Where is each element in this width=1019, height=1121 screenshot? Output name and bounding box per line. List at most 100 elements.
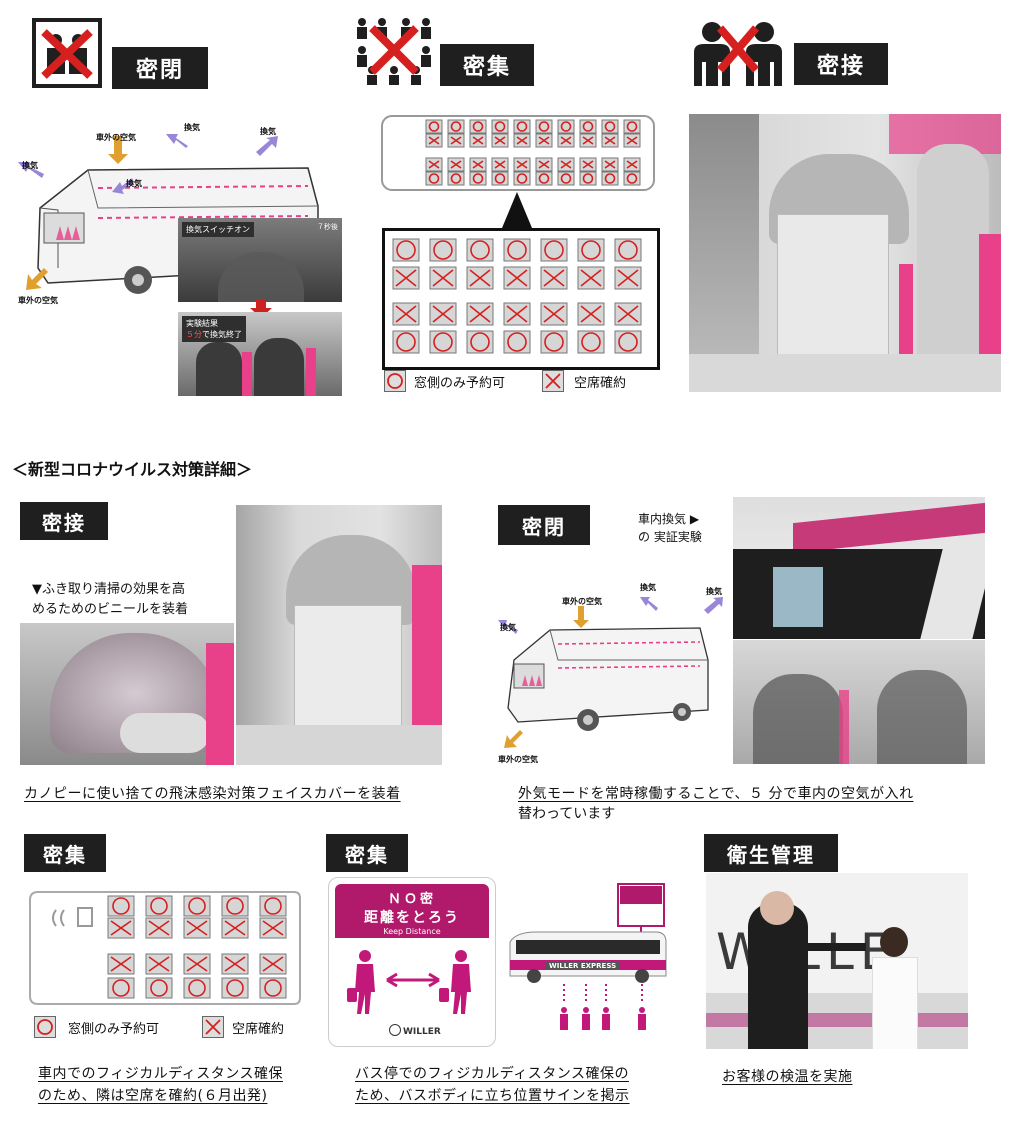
sign-no-mitsu: ＮＯ密 [387,892,436,907]
seat-small-top [469,119,487,134]
vinyl-note-line2: めるためのビニールを装着 [32,602,189,617]
sign-header: ＮＯ密 距離をとろう Keep Distance [335,884,489,938]
seat-small-top [513,119,531,134]
label-vent-3: 換気 [260,127,276,136]
switch-on-label: 換気スイッチオン [182,222,254,237]
caption-face-cover: カノピーに使い捨ての飛沫感染対策フェイスカバーを装着 [24,786,401,802]
bus-ventilation-diagram-mid [494,580,730,766]
caption-distance-1: 車内でのフィジカルディスタンス確保 [38,1066,283,1082]
seat-bottom [183,977,211,999]
temperature-check-photo: WILLE [706,873,968,1049]
sign-brand: WILLER [389,1024,441,1037]
close-contact-icon [690,20,786,88]
label-vent-7: 換気 [706,587,722,596]
seat-bottom [259,917,287,939]
vinyl-canopy-photo [20,623,234,765]
seat-large-top [614,238,642,262]
seat-small-top [513,157,531,172]
experiment-photo-before: 換気スイッチオン ７秒後 [178,218,342,302]
seat-large-top [503,302,531,326]
seat-large-top [392,266,420,290]
seat-small-top [601,171,619,186]
legend-circle-icon [384,370,406,392]
legend-cross-icon [542,370,564,392]
seat-large-top [540,238,568,262]
tag-mippei-top: 密閉 [112,47,208,89]
pointer-triangle [502,192,532,228]
section-title: ＜新型コロナウイルス対策詳細＞ [12,460,253,479]
seat-bottom [183,895,211,917]
seat-large-top [429,266,457,290]
seat-small-top [469,157,487,172]
seat-bottom [107,977,135,999]
result-tail-text: で換気終了 [202,330,242,339]
seat-bottom [221,953,249,975]
legend-circle-icon-bottom [34,1016,56,1038]
bus-standing-signs: WILLER EXPRESS [506,880,678,1040]
legend-empty-seat-text-bottom: 空席確約 [232,1022,285,1037]
seat-small-top [513,171,531,186]
caption-busstop-2: ため、バスボディに立ち位置サインを掲示 [355,1088,630,1104]
label-vent-4: 換気 [126,179,142,188]
seat-large-top [466,238,494,262]
label-outside-air-4: 車外の空気 [498,755,538,764]
label-vent-2: 換気 [184,123,200,132]
legend-window-only-text-bottom: 窓側のみ予約可 [68,1022,160,1037]
seat-large-top [540,302,568,326]
seat-large-top [540,266,568,290]
seat-small-top [491,157,509,172]
seat-small-top [491,171,509,186]
seat-large-top [540,330,568,354]
legend-bottom: 窓側のみ予約可 空席確約 [34,1016,314,1040]
seat-bottom [259,953,287,975]
sign-brand-text: WILLER [403,1027,441,1037]
label-outside-air-2: 車外の空気 [18,296,58,305]
seat-large-top [503,266,531,290]
seat-small-top [623,171,641,186]
seat-small-top [535,133,553,148]
tag-missetsu-mid: 密接 [20,502,108,540]
seat-small-top [623,119,641,134]
seat-large-top [466,266,494,290]
tag-misshu-top: 密集 [440,44,534,86]
caption-outside-mode-2: 替わっています [518,806,616,822]
in-car-vent-line1: 車内換気 ▶ [638,512,700,526]
seat-small-top [447,119,465,134]
seat-small-top [469,171,487,186]
seat-small-top [623,157,641,172]
tag-misshu-bottom-mid: 密集 [326,834,408,872]
seat-bottom [107,917,135,939]
sign-keep: Keep Distance [383,927,441,936]
seat-large-top [392,302,420,326]
seat-bottom [221,977,249,999]
legend-top: 窓側のみ予約可 空席確約 [384,370,656,394]
sign-people-icon [343,948,483,1018]
experiment-photo-after: 実験結果 ５分で換気終了 [178,312,342,396]
label-vent-5: 換気 [500,623,516,632]
seat-bottom [221,917,249,939]
seat-small-top [513,133,531,148]
seat-small-top [579,119,597,134]
seat-map-large-top [382,228,660,370]
seat-large-top [429,330,457,354]
bus-brand-text: WILLER EXPRESS [546,962,620,970]
crowd-icon [352,14,436,86]
seat-large-top [429,302,457,326]
seat-bottom [107,953,135,975]
seat-bottom [259,977,287,999]
seat-large-top [577,330,605,354]
seat-small-top [425,171,443,186]
seat-large-top [577,266,605,290]
seat-large-top [614,266,642,290]
seat-small-top [535,157,553,172]
smoke-cabin-photo [733,640,985,764]
seat-bottom [183,953,211,975]
seat-small-top [469,133,487,148]
caption-outside-mode-1: 外気モードを常時稼働することで、５ 分で車内の空気が入れ [518,786,914,802]
seat-small-top [425,157,443,172]
seat-small-top [447,157,465,172]
seat-small-top [557,171,575,186]
seat-small-top [447,133,465,148]
seat-small-top [557,119,575,134]
vinyl-note: ▼ふき取り清掃の効果を高 めるためのビニールを装着 [32,580,188,620]
